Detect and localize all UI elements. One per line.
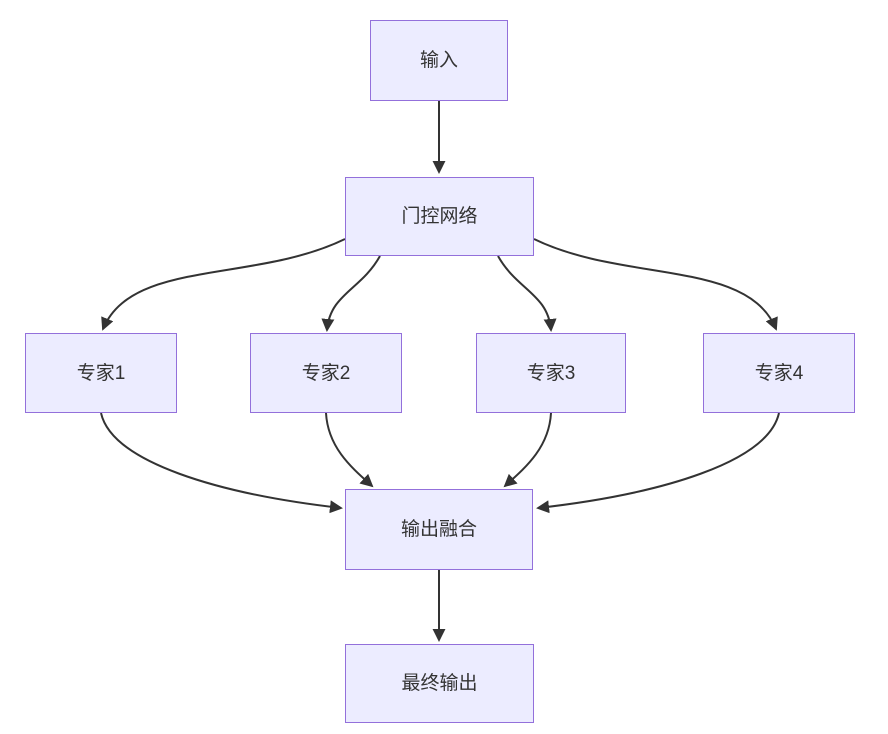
edge-expert2-fusion [325,412,374,488]
edge-gating-expert2 [321,255,381,332]
node-expert-2-label: 专家2 [301,362,351,384]
edge-gating-expert4 [533,238,778,331]
node-expert-4: 专家4 [703,333,855,413]
edge-expert4-fusion [536,412,780,514]
edge-expert3-fusion [503,412,552,488]
edge-gating-expert3 [497,255,557,332]
node-expert-4-label: 专家4 [754,362,804,384]
node-input: 输入 [370,20,508,101]
node-expert-1-label: 专家1 [76,362,126,384]
node-gating-network-label: 门控网络 [401,206,478,227]
node-input-label: 输入 [419,50,458,71]
node-output-fusion-label: 输出融合 [400,519,477,540]
node-final-output: 最终输出 [345,644,534,723]
node-output-fusion: 输出融合 [345,489,533,570]
node-expert-3-label: 专家3 [526,362,576,384]
node-gating-network: 门控网络 [345,177,534,256]
node-final-output-label: 最终输出 [401,673,478,694]
node-expert-2: 专家2 [250,333,402,413]
node-expert-1: 专家1 [25,333,177,413]
edge-gating-expert1 [101,238,346,331]
edge-expert1-fusion [100,412,343,514]
node-expert-3: 专家3 [476,333,626,413]
